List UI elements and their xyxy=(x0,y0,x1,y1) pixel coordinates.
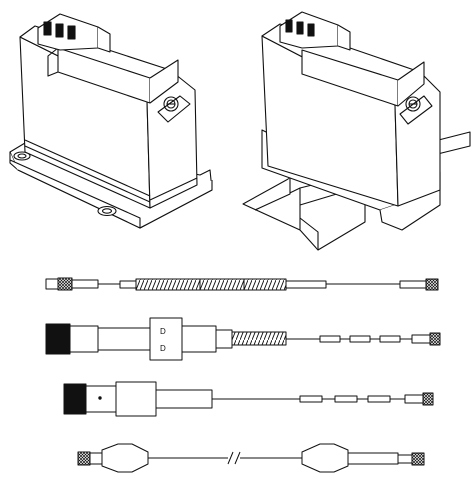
knurled-nut-icon xyxy=(77,451,91,466)
knurled-nut-icon xyxy=(425,278,439,291)
hex-coupling-body xyxy=(149,317,183,361)
connector-cap xyxy=(63,383,87,415)
adjustment-screw-icon xyxy=(399,95,433,125)
knurled-nut-icon xyxy=(57,277,73,291)
module-flange-mount xyxy=(9,13,213,229)
hex-coupling-body xyxy=(115,381,157,417)
cable-break-mark-icon xyxy=(227,451,241,465)
cable-assembly-a xyxy=(45,277,439,291)
front-cover-panel xyxy=(301,49,425,107)
adjustment-screw-icon xyxy=(157,95,191,123)
body-mark-top: D xyxy=(160,327,166,336)
cable-assembly-d xyxy=(77,443,425,473)
terminal-block xyxy=(279,11,351,51)
strain-relief-coil xyxy=(135,278,287,291)
knurled-nut-icon xyxy=(422,392,434,406)
cable-assembly-b: D D xyxy=(45,317,441,361)
body-mark-bottom: D xyxy=(160,344,166,353)
strain-relief-coil xyxy=(231,331,287,346)
knurled-nut-icon xyxy=(411,452,425,466)
terminal-block xyxy=(37,13,111,53)
front-cover-panel xyxy=(47,47,179,104)
connector-cap xyxy=(45,323,71,355)
module-din-rail-mount xyxy=(242,11,471,251)
cable-assembly-c xyxy=(63,381,434,417)
knurled-nut-icon xyxy=(429,332,441,346)
